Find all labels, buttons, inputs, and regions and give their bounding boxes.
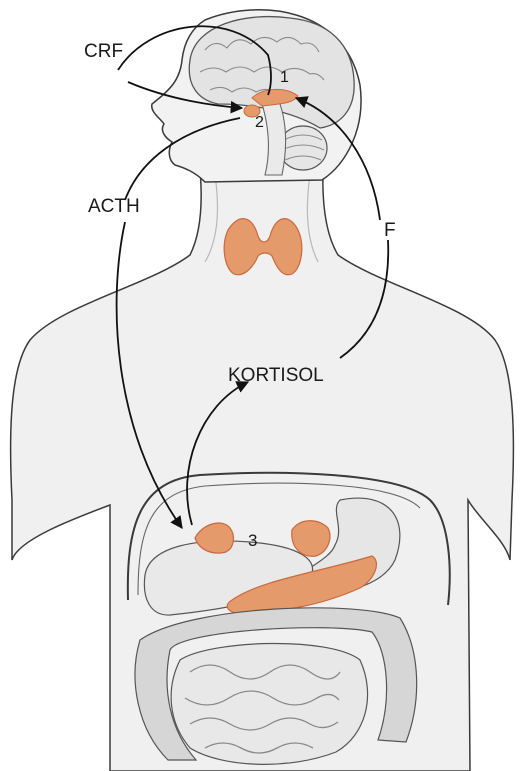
- marker-3: 3: [248, 532, 257, 549]
- marker-1: 1: [280, 70, 289, 86]
- acth-label: ACTH: [88, 197, 140, 216]
- crf-label: CRF: [84, 42, 123, 61]
- feedback-label: F: [384, 221, 396, 240]
- marker-2: 2: [255, 115, 264, 131]
- kortisol-label: KORTISOL: [228, 366, 324, 385]
